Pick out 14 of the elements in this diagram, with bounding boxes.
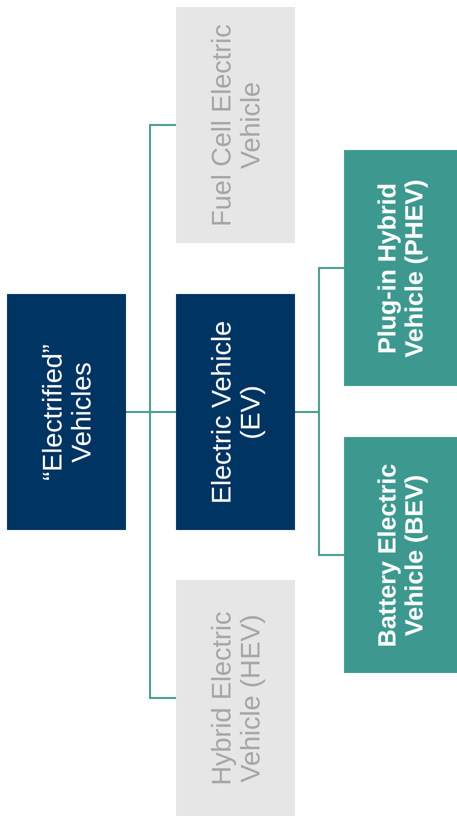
category-box <box>176 294 295 530</box>
category-box <box>176 7 295 243</box>
connector-line <box>295 411 344 556</box>
connector-line <box>126 411 176 699</box>
category-box <box>176 580 295 816</box>
category-label: Plug-in Hybrid Vehicle (PHEV) <box>372 178 429 360</box>
category-label: Fuel Cell Electric Vehicle <box>205 22 266 228</box>
category-box <box>7 294 126 530</box>
category-box <box>344 437 457 673</box>
category-label: “Electrified” Vehicles <box>36 342 96 482</box>
category-label: Battery Electric Vehicle (BEV) <box>372 462 429 649</box>
category-label: Electric Vehicle (EV) <box>205 319 266 506</box>
category-box <box>344 150 457 386</box>
category-label: Hybrid Electric Vehicle (HEV) <box>205 610 266 788</box>
